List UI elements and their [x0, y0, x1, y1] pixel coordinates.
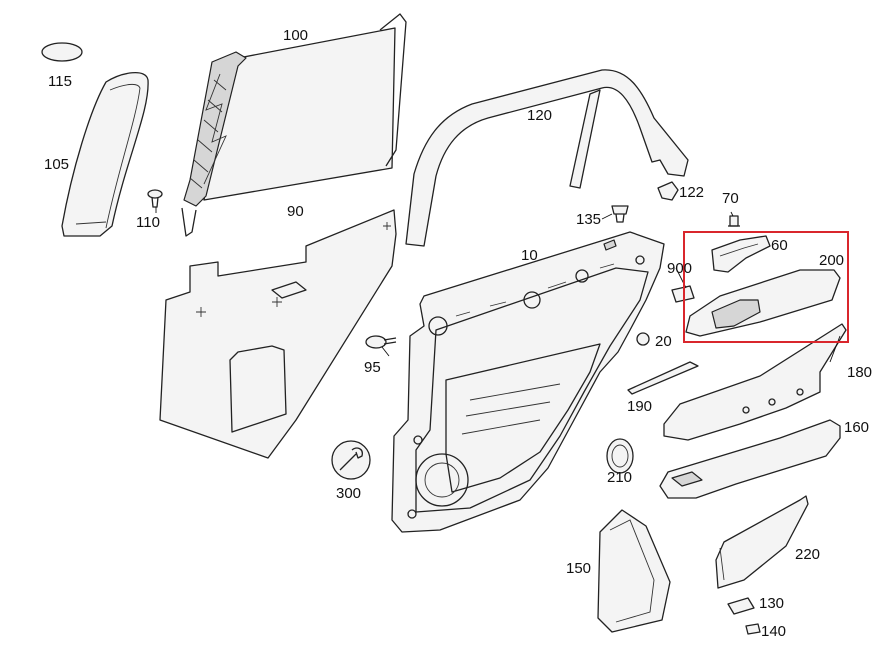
part-190-strip	[627, 361, 699, 395]
label-300: 300	[336, 485, 361, 502]
part-10-door-panel	[391, 231, 665, 533]
label-160: 160	[844, 419, 869, 436]
label-140: 140	[761, 623, 786, 640]
part-130-switch	[727, 597, 755, 615]
part-300-tool-icon	[331, 440, 371, 480]
part-200-switch-panel	[685, 269, 841, 337]
part-180-trim	[663, 323, 847, 441]
part-135-clip	[611, 205, 629, 223]
part-95-screw	[365, 335, 397, 349]
label-900: 900	[667, 260, 692, 277]
label-115: 115	[48, 73, 72, 90]
part-70-clip	[728, 215, 740, 227]
part-140-cover	[745, 623, 761, 635]
label-90: 90	[287, 203, 304, 220]
label-135: 135	[576, 211, 601, 228]
part-115-cap	[41, 42, 83, 62]
part-220-lower-panel	[715, 495, 809, 589]
part-110-clip	[147, 189, 163, 208]
part-60-door-handle	[711, 235, 771, 273]
highlight-box	[683, 231, 849, 343]
label-180: 180	[847, 364, 872, 381]
label-105: 105	[44, 156, 69, 173]
label-200: 200	[819, 252, 844, 269]
label-70: 70	[722, 190, 739, 207]
label-120: 120	[527, 107, 552, 124]
part-160-armrest	[659, 419, 841, 499]
label-122: 122	[679, 184, 704, 201]
part-105-pillar-trim	[61, 72, 149, 237]
label-100: 100	[283, 27, 308, 44]
label-130: 130	[759, 595, 784, 612]
label-110: 110	[136, 214, 160, 231]
part-210-speaker-ring	[606, 438, 634, 474]
label-10: 10	[521, 247, 538, 264]
label-190: 190	[627, 398, 652, 415]
label-150: 150	[566, 560, 591, 577]
part-90-insulation	[159, 209, 397, 459]
label-220: 220	[795, 546, 820, 563]
label-20: 20	[655, 333, 672, 350]
part-20-nut	[636, 332, 650, 346]
part-120-door-frame	[405, 69, 689, 247]
part-100-sunshade	[181, 13, 407, 237]
label-95: 95	[364, 359, 381, 376]
label-210: 210	[607, 469, 632, 486]
label-60: 60	[771, 237, 788, 254]
part-150-corner-trim	[597, 509, 671, 633]
part-122-clip	[657, 181, 679, 201]
